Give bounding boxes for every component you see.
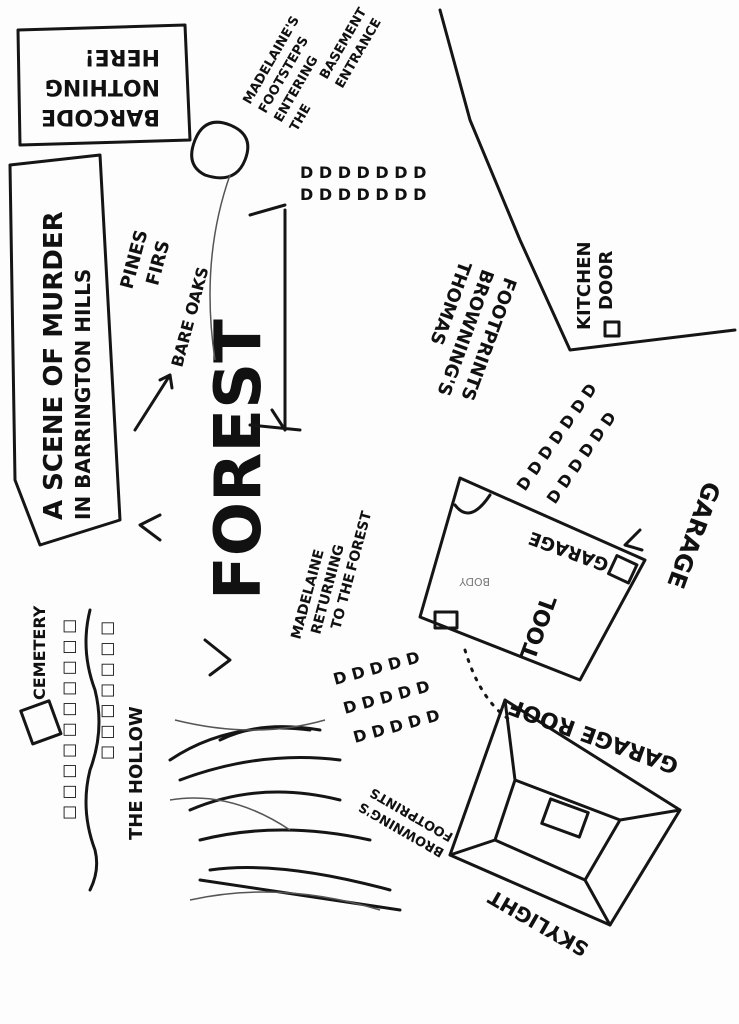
bush bbox=[190, 120, 250, 180]
garage-building-label: GARAGE bbox=[526, 527, 612, 575]
door-label: DOOR bbox=[596, 250, 617, 310]
svg-text:D D D D D D D: D D D D D D D bbox=[300, 185, 426, 204]
cemetery-label: CEMETERY bbox=[30, 605, 49, 700]
title-line-1: A SCENE OF MURDER bbox=[39, 211, 69, 520]
roof-inner bbox=[448, 698, 682, 927]
thomas-footprints: D D D D D D D D D D D D D bbox=[513, 380, 620, 507]
forest-label: FOREST bbox=[202, 319, 276, 600]
barcode-box bbox=[16, 23, 192, 147]
forest-arrow-top bbox=[248, 203, 302, 432]
forest-arrow-bottom bbox=[203, 638, 232, 677]
tool-bench bbox=[433, 610, 459, 630]
forest-arrow-left bbox=[138, 513, 162, 542]
arrow bbox=[133, 373, 174, 432]
barcode-line-2: NOTHING bbox=[45, 74, 160, 99]
garage-window bbox=[607, 554, 639, 585]
cemetery-wave bbox=[84, 608, 101, 892]
svg-text:□ □ □ □ □ □ □: □ □ □ □ □ □ □ bbox=[97, 621, 116, 760]
gravestones: □ □ □ □ □ □ □ □ □ □ □ □ □ □ □ □ □ bbox=[59, 619, 116, 820]
roof-dotted-line bbox=[463, 648, 512, 722]
trail bbox=[209, 174, 231, 361]
body-label: BODY bbox=[459, 575, 490, 588]
garage-roof-label: GARAGE ROOF bbox=[505, 693, 682, 778]
madelaine-forest-4: FOREST bbox=[344, 509, 375, 573]
hollow-label: THE HOLLOW bbox=[126, 706, 147, 840]
title-line-2: IN BARRINGTON HILLS bbox=[71, 269, 95, 520]
svg-text:□ □ □ □ □ □ □ □ □ □: □ □ □ □ □ □ □ □ □ □ bbox=[59, 619, 78, 820]
skylight-label: SKYLIGHT bbox=[484, 885, 593, 962]
kitchen-label: KITCHEN bbox=[574, 241, 595, 330]
madelaine-footprints-basement: D D D D D D D D D D D D D D bbox=[300, 163, 426, 204]
tool-label: TOOL bbox=[517, 592, 563, 663]
garage-outline bbox=[418, 476, 647, 682]
house-wall bbox=[438, 8, 737, 352]
title-box bbox=[8, 153, 122, 547]
garage-arrow bbox=[623, 528, 644, 552]
garage-door-arc bbox=[453, 493, 492, 515]
madelaine-footprints-forest: D D D D D D D D D D D D D D D bbox=[331, 648, 442, 747]
skylight bbox=[540, 797, 590, 839]
garage-side-label: GARAGE bbox=[661, 478, 725, 592]
svg-text:D D D D D D D: D D D D D D D bbox=[300, 163, 426, 182]
barcode-line-3: HERE! bbox=[85, 44, 160, 69]
cemetery-gate bbox=[19, 699, 63, 746]
barcode-line-1: BARCODE bbox=[41, 104, 160, 129]
hollow-scribble bbox=[168, 719, 402, 912]
kitchen-door-mark bbox=[603, 320, 621, 338]
